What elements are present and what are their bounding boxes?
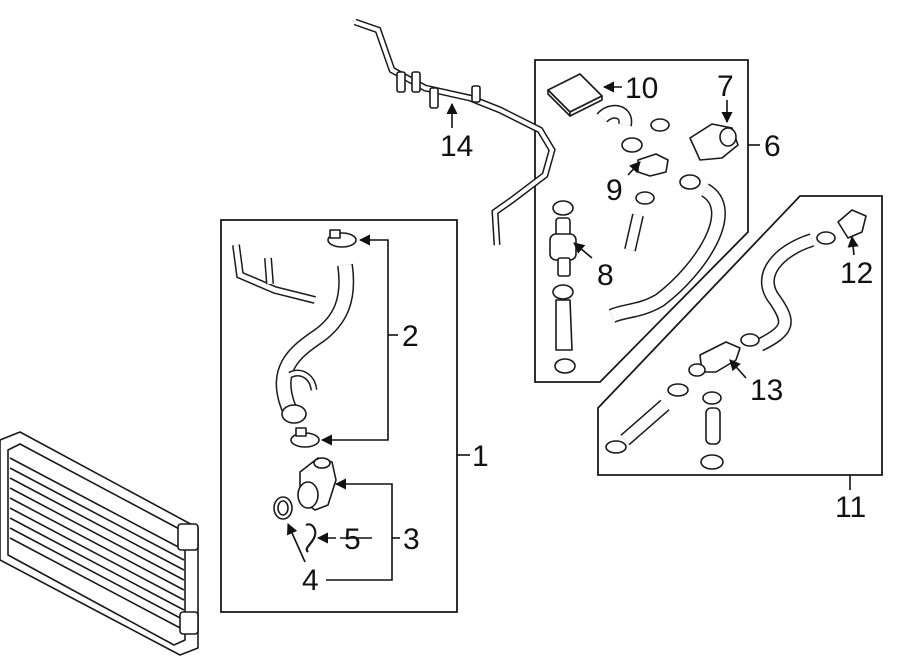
part-2-clamp-upper bbox=[327, 229, 357, 248]
part-7-connector bbox=[689, 123, 739, 161]
callout-10: 10 bbox=[625, 72, 658, 105]
callout-11: 11 bbox=[835, 491, 866, 524]
callout-12: 12 bbox=[840, 257, 873, 290]
callout-4: 4 bbox=[302, 564, 319, 597]
part-10-filter-pad bbox=[547, 73, 603, 117]
callout-14: 14 bbox=[440, 130, 473, 163]
callout-7: 7 bbox=[717, 70, 734, 103]
part-8-valve bbox=[549, 200, 577, 374]
part-2-upper-hose bbox=[232, 244, 355, 424]
part-5-clip bbox=[305, 523, 317, 553]
callout-9: 9 bbox=[606, 174, 623, 207]
part-11-hoses bbox=[605, 233, 815, 470]
part-6-hoses bbox=[596, 104, 726, 323]
callout-2: 2 bbox=[402, 320, 419, 353]
callout-13: 13 bbox=[750, 374, 783, 407]
part-14-heater-pipe bbox=[353, 18, 556, 246]
leader-lines bbox=[287, 81, 859, 581]
part-3-thermostat-housing bbox=[297, 457, 337, 511]
callout-3: 3 bbox=[403, 523, 420, 556]
callout-5: 5 bbox=[344, 523, 361, 556]
part-2-clamp-lower bbox=[290, 427, 320, 448]
callout-1: 1 bbox=[472, 440, 489, 473]
radiator bbox=[0, 431, 199, 656]
group-box-11 bbox=[597, 195, 883, 476]
callout-8: 8 bbox=[597, 259, 614, 292]
callout-6: 6 bbox=[764, 130, 781, 163]
part-12-connector bbox=[816, 209, 867, 245]
part-4-o-ring bbox=[273, 496, 293, 520]
